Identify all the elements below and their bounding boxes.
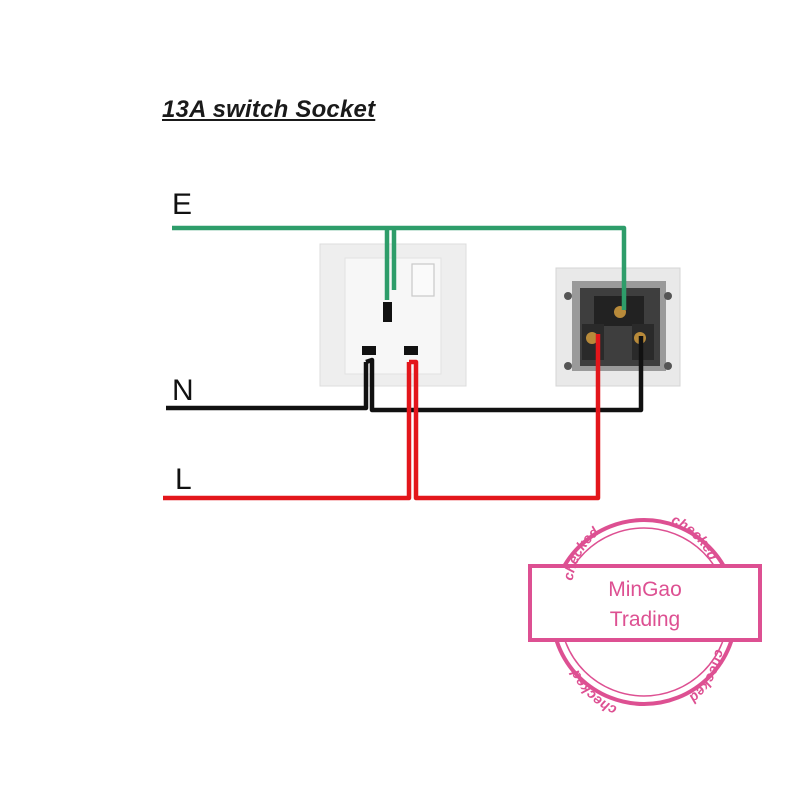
earth-pin-hole: [383, 302, 392, 322]
earth-wire: [172, 225, 627, 310]
diagram-title: 13A switch Socket: [162, 96, 376, 123]
neutral-label: N: [172, 374, 194, 407]
live-pin-hole: [404, 346, 418, 355]
neutral-pin-hole: [362, 346, 376, 355]
live-label: L: [175, 463, 192, 496]
switch-rocker: [411, 263, 435, 297]
socket-rear-module: [555, 267, 681, 387]
live-wire: [163, 334, 601, 501]
neutral-wire: [166, 336, 644, 413]
earth-label: E: [172, 188, 193, 221]
